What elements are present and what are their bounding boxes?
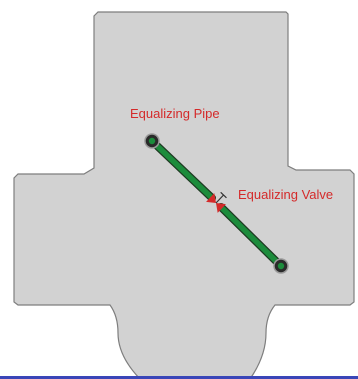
equalizing-pipe-label: Equalizing Pipe: [130, 106, 220, 121]
equalizing-pipe-lower-fill: [218, 204, 284, 269]
equalizing-valve-label: Equalizing Valve: [238, 187, 333, 202]
equalizing-pipe-upper-fill: [149, 138, 215, 201]
valve-handle: [220, 191, 227, 199]
pipe-upper-end-core: [148, 137, 156, 145]
equalizing-valve[interactable]: [206, 190, 229, 213]
pipe-lower-end-core: [277, 262, 285, 270]
tank-body: [13, 11, 355, 379]
valve-stem: [215, 194, 225, 204]
